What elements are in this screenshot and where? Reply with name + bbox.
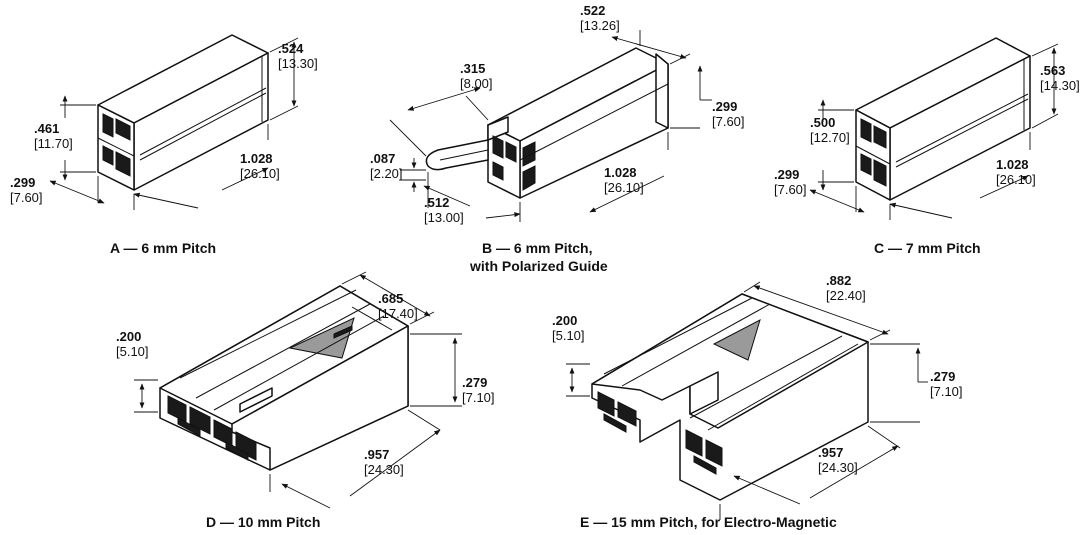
fig-d-dim-pitch-height: .200 [5.10] <box>116 329 149 360</box>
fig-b-caption-line2: with Polarized Guide <box>470 258 608 274</box>
fig-b-caption: B — 6 mm Pitch, <box>482 240 593 256</box>
dim-value: .882 <box>826 273 852 288</box>
fig-d-dim-width: .957 [24.30] <box>364 447 404 478</box>
dim-metric: [7.60] <box>712 113 745 129</box>
fig-b-dim-guide-length: .315 [8.00] <box>460 61 493 92</box>
dim-metric: [26.10] <box>996 171 1036 187</box>
fig-c-dim-width: .299 [7.60] <box>774 167 807 198</box>
dim-value: .279 <box>462 375 488 390</box>
dim-value: .685 <box>378 291 404 306</box>
fig-a-dim-height: .524 [13.30] <box>278 41 318 72</box>
fig-e-dim-length: .882 [22.40] <box>826 273 866 304</box>
figure-d-drawing <box>134 272 462 508</box>
dim-metric: [5.10] <box>552 327 585 343</box>
fig-c-dim-height: .563 [14.30] <box>1040 63 1080 94</box>
fig-b-polarized-guide <box>426 140 488 170</box>
fig-e-caption: E — 15 mm Pitch, for Electro-Magnetic <box>580 514 837 530</box>
dim-metric: [24.30] <box>818 459 858 475</box>
dim-value: .524 <box>278 41 304 56</box>
dim-value: .512 <box>424 195 450 210</box>
fig-b-dim-height: .299 [7.60] <box>712 99 745 130</box>
dim-value: .315 <box>460 61 486 76</box>
dim-value: .500 <box>810 115 836 130</box>
fig-d-caption: D — 10 mm Pitch <box>206 514 321 530</box>
fig-e-dim-pitch-height: .200 [5.10] <box>552 313 585 344</box>
dim-metric: [26.10] <box>240 165 280 181</box>
dim-metric: [24.30] <box>364 461 404 477</box>
fig-d-dim-height: .279 [7.10] <box>462 375 495 406</box>
dim-metric: [13.00] <box>424 209 464 225</box>
dim-value: .299 <box>774 167 800 182</box>
dim-metric: [13.26] <box>580 17 620 33</box>
dim-value: .957 <box>364 447 390 462</box>
dim-metric: [12.70] <box>810 129 850 145</box>
fig-c-caption: C — 7 mm Pitch <box>874 240 981 256</box>
dim-value: 1.028 <box>604 165 637 180</box>
dim-metric: [11.70] <box>34 135 73 151</box>
fig-b-dim-guide-thickness: .087 [2.20] <box>370 151 403 182</box>
fig-b-dim-body-length: 1.028 [26.10] <box>604 165 644 196</box>
dim-value: .563 <box>1040 63 1066 78</box>
dim-value: .299 <box>712 99 738 114</box>
dim-metric: [7.10] <box>462 389 495 405</box>
dim-metric: [2.20] <box>370 165 403 181</box>
fig-d-latch <box>290 318 354 358</box>
dim-value: .522 <box>580 3 606 18</box>
dim-value: 1.028 <box>240 151 273 166</box>
dim-metric: [14.30] <box>1040 77 1080 93</box>
dim-value: .299 <box>10 175 36 190</box>
figure-c-drawing <box>809 38 1058 220</box>
fig-a-caption: A — 6 mm Pitch <box>110 240 217 256</box>
dim-metric: [8.00] <box>460 75 493 91</box>
fig-e-dim-width: .957 [24.30] <box>818 445 858 476</box>
dim-value: .279 <box>930 369 956 384</box>
dim-metric: [17.40] <box>378 305 418 321</box>
fig-b-dim-width: .512 [13.00] <box>424 195 464 226</box>
fig-b-dim-length: .522 [13.26] <box>580 3 620 34</box>
dim-metric: [7.60] <box>10 189 43 205</box>
fig-c-dim-length: 1.028 [26.10] <box>996 157 1036 188</box>
dim-metric: [5.10] <box>116 343 149 359</box>
figure-b-drawing <box>390 30 712 222</box>
dim-metric: [7.10] <box>930 383 963 399</box>
dim-metric: [26.10] <box>604 179 644 195</box>
dim-metric: [7.60] <box>774 181 807 197</box>
fig-c-dim-front-height: .500 [12.70] <box>810 115 850 146</box>
dim-value: .957 <box>818 445 844 460</box>
fig-a-dim-front-height: .461 [11.70] <box>34 121 73 152</box>
dim-value: .087 <box>370 151 396 166</box>
dim-value: .200 <box>116 329 142 344</box>
dim-metric: [13.30] <box>278 55 318 71</box>
dim-value: .200 <box>552 313 578 328</box>
fig-a-dim-width: .299 [7.60] <box>10 175 43 206</box>
fig-a-dim-length: 1.028 [26.10] <box>240 151 280 182</box>
dim-value: 1.028 <box>996 157 1029 172</box>
fig-e-latch <box>714 320 760 360</box>
fig-d-dim-length: .685 [17.40] <box>378 291 418 322</box>
dim-metric: [22.40] <box>826 287 866 303</box>
figure-a-drawing <box>49 35 298 210</box>
figure-e-drawing <box>566 282 928 520</box>
fig-e-dim-height: .279 [7.10] <box>930 369 963 400</box>
dim-value: .461 <box>34 121 60 136</box>
